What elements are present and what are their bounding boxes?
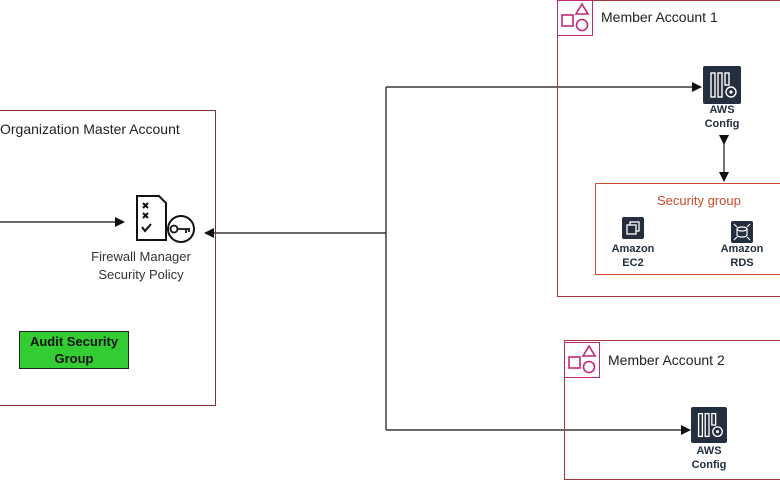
rds-label-line1: Amazon (720, 243, 764, 255)
ec2-label-line1: Amazon (611, 243, 655, 255)
master-account-title: Organization Master Account (0, 121, 180, 137)
security-group-box (595, 183, 780, 275)
member1-config-label-line1: AWS (709, 104, 735, 116)
audit-security-group-line2: Group (54, 351, 94, 366)
ec2-label-line2: EC2 (622, 257, 644, 269)
member2-config-label: AWS Config (679, 444, 739, 472)
member1-config-label-line2: Config (704, 118, 740, 130)
policy-label-line1: Firewall Manager (91, 249, 191, 264)
ec2-icon (622, 217, 644, 239)
connector-lines (0, 82, 729, 435)
security-group-title: Security group (657, 193, 741, 208)
rds-icon (731, 221, 753, 243)
policy-label: Firewall Manager Security Policy (84, 248, 198, 284)
rds-label: Amazon RDS (710, 242, 774, 270)
member2-config-label-line1: AWS (696, 445, 722, 457)
member-account-1-title: Member Account 1 (601, 9, 718, 25)
account-shapes-icon (564, 342, 600, 378)
member-account-2-title: Member Account 2 (608, 352, 725, 368)
policy-checklist-icon (136, 195, 195, 243)
audit-security-group: Audit Security Group (19, 331, 129, 369)
aws-config-icon (691, 407, 727, 443)
account-shapes-icon (557, 0, 593, 36)
ec2-label: Amazon EC2 (601, 242, 665, 270)
master-account-box (0, 110, 216, 406)
rds-label-line2: RDS (730, 257, 754, 269)
member1-config-label: AWS Config (692, 103, 752, 131)
aws-config-icon (703, 66, 741, 104)
policy-label-line2: Security Policy (98, 267, 184, 282)
member-account-1-box (557, 0, 780, 297)
audit-security-group-line1: Audit Security (29, 334, 119, 349)
member2-config-label-line2: Config (691, 459, 727, 471)
